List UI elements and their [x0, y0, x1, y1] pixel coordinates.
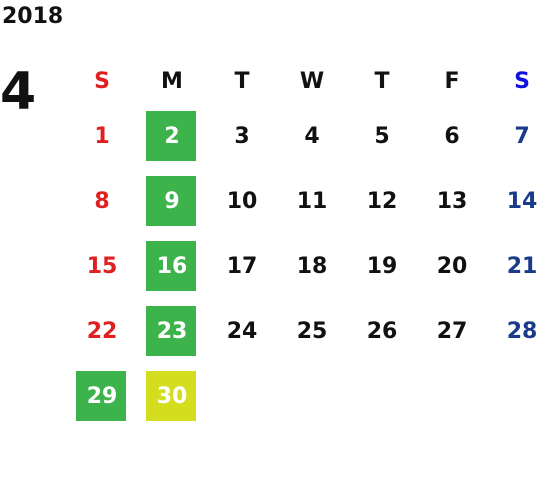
weekday-label: W: [299, 68, 325, 94]
day-highlight: [146, 306, 196, 356]
weekday-label: S: [94, 68, 110, 94]
empty-day-cell: [277, 364, 347, 429]
day-cell[interactable]: 12: [347, 169, 417, 234]
day-number: 10: [226, 189, 258, 214]
day-cell[interactable]: 19: [347, 234, 417, 299]
day-number: 26: [366, 319, 398, 344]
day-cell[interactable]: 1: [67, 104, 137, 169]
day-number: 11: [296, 189, 328, 214]
day-number: 23: [156, 319, 188, 344]
weekday-header: F: [417, 58, 487, 104]
day-cell[interactable]: 9: [137, 169, 207, 234]
weekday-header: W: [277, 58, 347, 104]
day-number: 27: [436, 319, 468, 344]
day-cell[interactable]: 25: [277, 299, 347, 364]
day-number: 29: [86, 384, 118, 409]
day-cell[interactable]: 3: [207, 104, 277, 169]
day-number: 1: [94, 124, 110, 149]
day-highlight: [146, 241, 196, 291]
empty-day-cell: [487, 364, 548, 429]
day-cell[interactable]: 28: [487, 299, 548, 364]
day-cell[interactable]: 11: [277, 169, 347, 234]
day-cell[interactable]: 7: [487, 104, 548, 169]
empty-day-cell: [207, 364, 277, 429]
day-number: 20: [436, 254, 468, 279]
weekday-label: S: [514, 68, 530, 94]
day-number: 19: [366, 254, 398, 279]
day-number: 24: [226, 319, 258, 344]
day-number: 9: [164, 189, 180, 214]
day-cell[interactable]: 30: [137, 364, 207, 429]
day-cell[interactable]: 6: [417, 104, 487, 169]
day-number: 3: [234, 124, 250, 149]
day-cell[interactable]: 22: [67, 299, 137, 364]
weekday-label: T: [234, 68, 250, 94]
day-highlight: [146, 176, 196, 226]
day-number: 15: [86, 254, 118, 279]
day-number: 22: [86, 319, 118, 344]
day-cell[interactable]: 4: [277, 104, 347, 169]
day-number: 21: [506, 254, 538, 279]
day-cell[interactable]: 29: [67, 364, 137, 429]
empty-day-cell: [347, 364, 417, 429]
day-cell[interactable]: 14: [487, 169, 548, 234]
day-cell[interactable]: 18: [277, 234, 347, 299]
day-cell[interactable]: 8: [67, 169, 137, 234]
weekday-label: M: [161, 68, 183, 94]
day-number: 8: [94, 189, 110, 214]
day-number: 12: [366, 189, 398, 214]
day-number: 2: [164, 124, 180, 149]
day-cell[interactable]: 13: [417, 169, 487, 234]
day-number: 17: [226, 254, 258, 279]
weekday-header: T: [347, 58, 417, 104]
day-number: 7: [514, 124, 530, 149]
weekday-header: M: [137, 58, 207, 104]
weekday-header: S: [67, 58, 137, 104]
day-cell[interactable]: 5: [347, 104, 417, 169]
day-number: 14: [506, 189, 538, 214]
day-cell[interactable]: 24: [207, 299, 277, 364]
day-number: 6: [444, 124, 460, 149]
day-number: 25: [296, 319, 328, 344]
weekday-header: T: [207, 58, 277, 104]
day-number: 4: [304, 124, 320, 149]
day-cell[interactable]: 26: [347, 299, 417, 364]
day-number: 18: [296, 254, 328, 279]
day-cell[interactable]: 15: [67, 234, 137, 299]
year-label: 2018: [2, 4, 64, 29]
day-highlight: [146, 371, 196, 421]
day-number: 13: [436, 189, 468, 214]
day-cell[interactable]: 17: [207, 234, 277, 299]
day-cell[interactable]: 21: [487, 234, 548, 299]
day-highlight: [76, 371, 126, 421]
day-cell[interactable]: 20: [417, 234, 487, 299]
empty-day-cell: [417, 364, 487, 429]
day-number: 5: [374, 124, 390, 149]
day-cell[interactable]: 2: [137, 104, 207, 169]
day-cell[interactable]: 27: [417, 299, 487, 364]
day-cell[interactable]: 23: [137, 299, 207, 364]
weekday-header: S: [487, 58, 548, 104]
weekday-label: F: [444, 68, 460, 94]
day-number: 30: [156, 384, 188, 409]
day-cell[interactable]: 10: [207, 169, 277, 234]
day-cell[interactable]: 16: [137, 234, 207, 299]
day-highlight: [146, 111, 196, 161]
weekday-label: T: [374, 68, 390, 94]
day-number: 16: [156, 254, 188, 279]
month-number: 4: [0, 62, 37, 122]
day-number: 28: [506, 319, 538, 344]
